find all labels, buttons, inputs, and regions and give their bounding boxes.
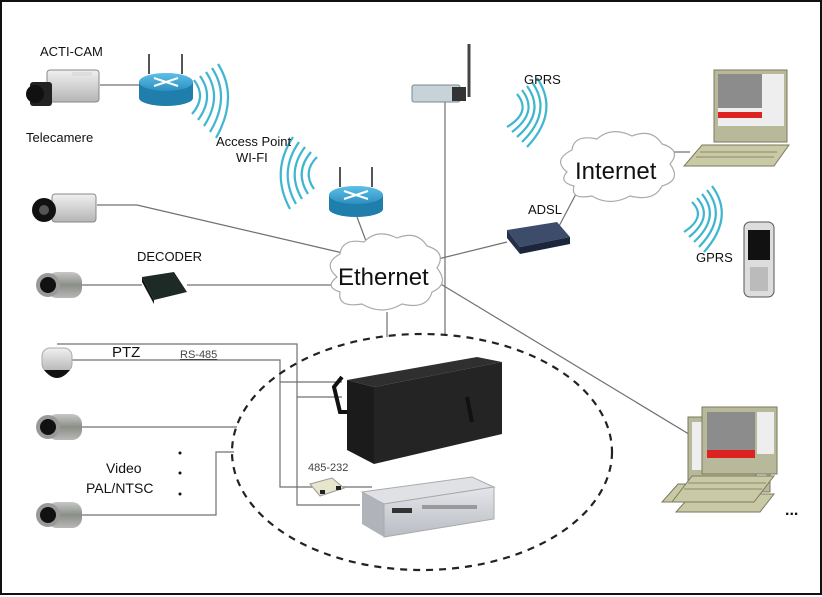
- decoder-icon: [142, 272, 187, 304]
- acti-cam-icon: [26, 69, 100, 106]
- wifi-waves-ap2: [279, 136, 318, 210]
- converter-label: 485-232: [308, 462, 349, 474]
- rs-converter-icon: [309, 477, 346, 497]
- nvr-box-icon: [360, 476, 496, 538]
- wifi-waves-phone: [683, 185, 723, 253]
- access-point-label: Access Point: [216, 134, 292, 149]
- wifi-waves-ap1: [191, 63, 230, 139]
- acti-cam-label: ACTI-CAM: [40, 44, 103, 59]
- remote-laptop-icon: [682, 69, 790, 167]
- bullet-camera-3-icon: [36, 502, 82, 528]
- video-label: Video: [106, 460, 142, 476]
- link-ptz-rs485: [72, 359, 312, 488]
- client-laptops-icon: [660, 406, 778, 513]
- link-ethernet-clients: [433, 279, 703, 443]
- wifi-waves-gprs: [506, 77, 548, 148]
- link-adsl-internet: [556, 191, 578, 231]
- pal-ntsc-label: PAL/NTSC: [86, 480, 154, 496]
- link-ipcam-ethernet: [97, 204, 348, 255]
- gprs-modem-icon: [411, 44, 471, 103]
- link-bullet3: [82, 451, 234, 516]
- decoder-label: DECODER: [137, 249, 203, 264]
- internet-cloud-icon: [560, 131, 676, 203]
- bullet-camera-2-icon: [36, 414, 82, 440]
- bullet-camera-1-icon: [36, 272, 82, 298]
- telecamere-label: Telecamere: [26, 130, 94, 145]
- wifi-router-1-icon: [139, 54, 193, 106]
- rack-server-icon: [331, 357, 502, 464]
- wifi-router-2-icon: [329, 167, 383, 217]
- video-dots: [178, 451, 182, 496]
- ptz-label: PTZ: [112, 344, 141, 361]
- ip-camera-icon: [32, 193, 97, 223]
- local-system-boundary: [230, 332, 614, 572]
- wifi-label: WI-FI: [236, 150, 268, 165]
- adsl-modem-icon: [507, 222, 570, 254]
- ethernet-label: Ethernet: [338, 264, 429, 291]
- link-ethernet-adsl: [433, 241, 508, 261]
- more-clients-ellipsis: ...: [785, 502, 799, 519]
- ptz-camera-icon: [41, 347, 73, 378]
- internet-label: Internet: [575, 158, 657, 185]
- adsl-label: ADSL: [528, 202, 562, 217]
- connections: [57, 84, 703, 516]
- gprs-modem-label: GPRS: [524, 72, 561, 87]
- link-ptz-top: [57, 343, 360, 506]
- rs485-label: RS-485: [180, 349, 218, 361]
- gprs-phone-label: GPRS: [696, 250, 733, 265]
- mobile-phone-icon: [743, 221, 775, 298]
- ethernet-cloud-icon: [329, 233, 443, 311]
